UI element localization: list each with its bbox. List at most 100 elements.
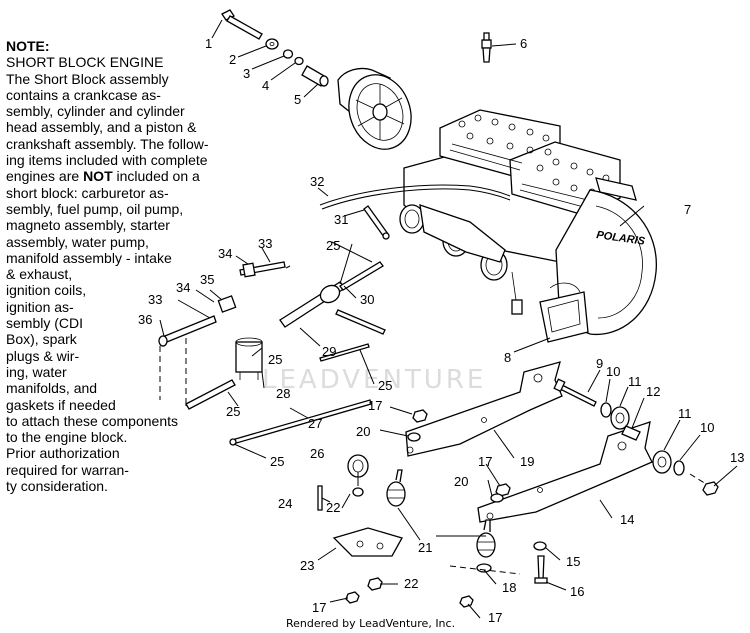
pump-28 [235,337,263,380]
cable-32 [319,184,511,206]
callout-18: 18 [502,580,516,595]
callout-3: 3 [243,66,250,81]
callout-30: 30 [360,292,374,307]
callout-14: 14 [620,512,634,527]
short-block-note: NOTE: SHORT BLOCK ENGINE The Short Block… [6,38,254,494]
callout-16: 16 [570,584,584,599]
watermark: LEADVENTURE [262,365,486,395]
washer-22-upper [352,487,364,497]
callout-32: 32 [310,174,324,189]
nut-17-lower-left [345,591,360,604]
hose-assembly-33-34-35-36 [158,261,291,347]
callout-36: 36 [138,312,152,327]
callout-11-right: 11 [678,406,692,421]
callout-2: 2 [229,52,236,67]
washer-15 [533,541,547,551]
callout-31: 31 [334,212,348,227]
callout-1: 1 [205,36,212,51]
nut-17-top [412,409,428,423]
callout-27: 27 [308,416,322,431]
note-line: manifolds, and [6,380,98,397]
callout-20-top: 20 [356,424,370,439]
note-line-emphasis: engines are NOT included on a [6,168,200,185]
note-line: required for warran- [6,461,129,478]
washer-2 [265,38,279,50]
note-line: ing items included with complete [6,152,208,169]
bolt-9 [553,378,597,407]
note-line: sembly (CDI [6,315,84,332]
note-line: head assembly, and a piston & [6,119,197,136]
callout-7: 7 [684,202,691,217]
spacer-12 [621,425,641,441]
callout-25-filter: 25 [268,352,282,367]
callout-21: 21 [418,540,432,555]
note-line: sembly, fuel pump, oil pump, [6,200,184,217]
note-line: to the engine block. [6,429,128,446]
nut-17-mid [495,483,511,497]
callout-numbers: 1 2 3 4 5 6 7 8 9 10 11 12 11 10 13 14 1… [138,36,744,625]
stud-24 [317,485,323,511]
bracket-23 [332,527,403,557]
callout-25-top: 25 [326,238,340,253]
isolator-11-right [652,450,672,474]
damper-21-left [386,469,406,507]
callout-15: 15 [566,554,580,569]
callout-25-rod: 25 [378,378,392,393]
callout-22-upper: 22 [326,500,340,515]
callout-19: 19 [520,454,534,469]
bolt-16 [534,555,548,584]
callout-10-upper: 10 [606,364,620,379]
callout-22-lower: 22 [404,576,418,591]
note-line: crankshaft assembly. The follow- [6,135,209,152]
callout-24: 24 [278,496,292,511]
fuel-filter-25 [279,261,384,328]
note-line: magneto assembly, starter [6,217,170,234]
note-line: manifold assembly - intake [6,249,172,266]
footer-credit: Rendered by LeadVenture, Inc. [286,617,455,630]
note-line: gaskets if needed [6,396,116,413]
damper-21-right [476,519,496,558]
washer-18 [476,563,492,573]
bolt-31 [363,205,390,240]
note-line: ignition coils, [6,282,87,299]
mount-26 [347,454,369,478]
callout-13: 13 [730,450,744,465]
callout-8: 8 [504,350,511,365]
note-title: NOTE: [6,38,50,54]
callout-6: 6 [520,36,527,51]
note-line: short block: carburetor as- [6,184,169,201]
note-line: sembly, cylinder and cylinder [6,103,185,120]
nut-17-lower-right [459,595,474,608]
callout-17-lower-right: 17 [488,610,502,625]
callout-26: 26 [310,446,324,461]
note-line: contains a crankcase as- [6,86,161,103]
note-line: ing, water [6,363,67,380]
leader-lines [159,19,738,619]
mount-plate-14 [477,421,653,523]
callout-4: 4 [262,78,269,93]
callout-12: 12 [646,384,660,399]
bolt-1 [221,9,263,40]
callout-17-lower-left: 17 [312,600,326,615]
callout-25-rod-end: 25 [270,454,284,469]
note-line: ignition as- [6,298,74,315]
note-line: to attach these components [6,412,178,429]
note-line: Prior authorization [6,445,120,462]
note-line: plugs & wir- [6,347,80,364]
note-emphasis: NOT [83,168,113,185]
note-line: SHORT BLOCK ENGINE [6,54,164,71]
drive-clutch [337,67,412,150]
note-line: The Short Block assembly [6,70,169,87]
callout-35: 35 [200,272,214,287]
washer-3 [282,49,294,59]
spark-plug-6 [481,32,492,63]
callout-28: 28 [276,386,290,401]
callout-11-upper: 11 [628,374,642,389]
callout-34-upper: 34 [218,246,232,261]
washer-20-top [407,432,421,442]
callout-9: 9 [596,356,603,371]
callout-17-mid: 17 [478,454,492,469]
engine-assembly: POLARIS [399,109,657,343]
callout-25-hose: 25 [226,404,240,419]
